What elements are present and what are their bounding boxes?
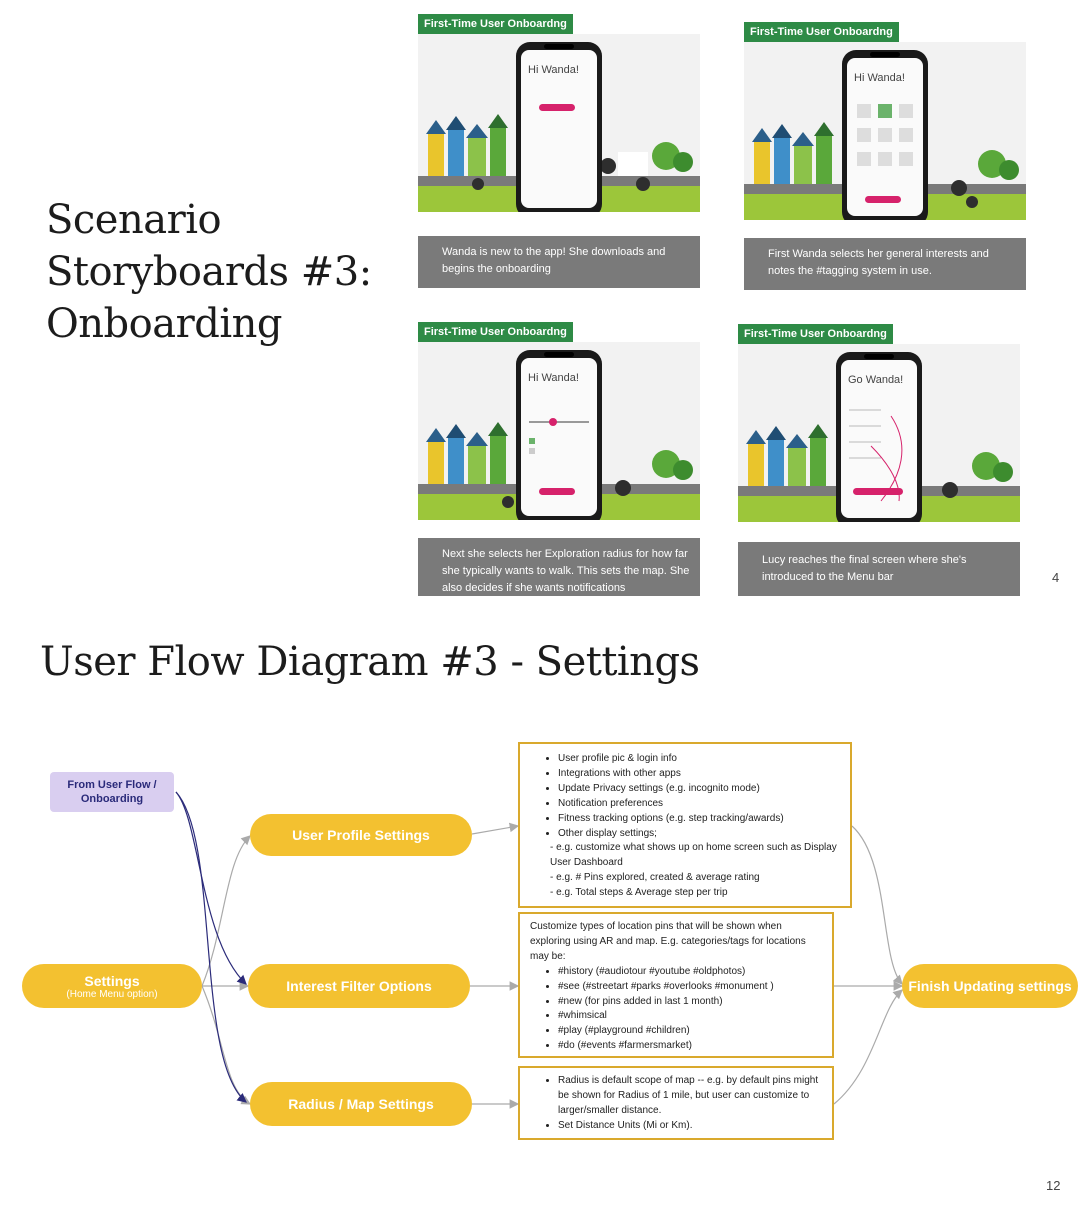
page-number: 12: [1046, 1178, 1061, 1193]
storyboard-caption: First Wanda selects her general interest…: [744, 238, 1026, 290]
list-item: Radius is default scope of map -- e.g. b…: [558, 1074, 824, 1119]
storyboard-card: Hi Wanda! First-Time User Onboardng Firs…: [744, 22, 1026, 290]
slide-title: User Flow Diagram #3 - Settings: [40, 639, 700, 685]
screen-greeting: Hi Wanda!: [854, 72, 905, 84]
connector: [175, 791, 247, 985]
storyboard-illustration: Hi Wanda!: [418, 342, 700, 520]
list-item: #see (#streetart #parks #overlooks #monu…: [558, 980, 824, 995]
storyboard-card: Go Wanda! First-Time User Onboardng Lucy…: [738, 324, 1020, 596]
user-profile-settings-node: User Profile Settings: [250, 814, 472, 856]
storyboard-caption: Lucy reaches the final screen where she'…: [738, 542, 1020, 596]
user-profile-details-box: User profile pic & login info Integratio…: [518, 742, 852, 908]
screen-greeting: Hi Wanda!: [528, 372, 579, 384]
from-user-flow-node: From User Flow / Onboarding: [50, 772, 174, 812]
connector: [201, 985, 252, 1105]
phone-screen: Go Wanda!: [841, 360, 917, 518]
box-intro-text: Customize types of location pins that wi…: [530, 921, 806, 962]
list-item: Other display settings;: [558, 827, 850, 842]
storyboard-illustration: Hi Wanda!: [744, 42, 1026, 220]
phone-screen: Hi Wanda!: [521, 50, 597, 208]
list-item: #history (#audiotour #youtube #oldphotos…: [558, 965, 824, 980]
storyboard-illustration: Go Wanda!: [738, 344, 1020, 522]
slide-title-line: Onboarding: [46, 301, 282, 347]
settings-node: Settings (Home Menu option): [22, 964, 202, 1008]
interest-filter-options-node: Interest Filter Options: [248, 964, 470, 1008]
storyboard-card: Hi Wanda! First-Time User Onboardng Wand…: [418, 14, 700, 288]
radius-slider-icon: [529, 418, 589, 454]
radius-map-details-box: Radius is default scope of map -- e.g. b…: [518, 1066, 834, 1140]
storyboard-caption: Wanda is new to the app! She downloads a…: [418, 236, 700, 288]
list-item: #new (for pins added in last 1 month): [558, 995, 824, 1010]
settings-node-label: Settings: [84, 972, 140, 989]
phone-mockup: Go Wanda!: [836, 352, 922, 522]
list-item: Update Privacy settings (e.g. incognito …: [558, 782, 850, 797]
connector: [175, 791, 247, 1103]
list-sub-item: - e.g. customize what shows up on home s…: [550, 842, 837, 869]
finish-updating-settings-node: Finish Updating settings: [902, 964, 1078, 1008]
storyboard-tag: First-Time User Onboardng: [418, 14, 573, 34]
radius-map-settings-node: Radius / Map Settings: [250, 1082, 472, 1126]
screen-greeting: Go Wanda!: [848, 374, 904, 386]
list-item: Notification preferences: [558, 797, 850, 812]
storyboard-card: Hi Wanda! First-Time User Onboardng Next…: [418, 322, 700, 596]
page-number: 4: [1052, 570, 1060, 585]
list-item: Integrations with other apps: [558, 767, 850, 782]
phone-screen: Hi Wanda!: [521, 358, 597, 516]
connector: [851, 825, 903, 985]
slide-title: Scenario Storyboards #3: Onboarding: [46, 194, 372, 350]
interest-filter-details-box: Customize types of location pins that wi…: [518, 912, 834, 1058]
list-item: #do (#events #farmersmarket): [558, 1039, 824, 1054]
list-sub-item: - e.g. Total steps & Average step per tr…: [550, 887, 728, 899]
phone-screen: Hi Wanda!: [847, 58, 923, 216]
list-item: #whimsical: [558, 1009, 824, 1024]
list-item: Set Distance Units (Mi or Km).: [558, 1119, 824, 1134]
phone-mockup: Hi Wanda!: [842, 50, 928, 220]
storyboard-caption: Next she selects her Exploration radius …: [418, 538, 700, 596]
list-sub-item: - e.g. # Pins explored, created & averag…: [550, 872, 760, 884]
screen-greeting: Hi Wanda!: [528, 64, 579, 76]
storyboard-tag: First-Time User Onboardng: [744, 22, 899, 42]
interest-grid-icon: [857, 104, 913, 166]
connector: [201, 835, 251, 987]
slide-title-line: Scenario: [46, 197, 222, 243]
list-item: User profile pic & login info: [558, 752, 850, 767]
phone-mockup: Hi Wanda!: [516, 350, 602, 520]
connector: [471, 822, 520, 835]
settings-node-sublabel: (Home Menu option): [66, 988, 158, 1000]
phone-mockup: Hi Wanda!: [516, 42, 602, 212]
list-item: Fitness tracking options (e.g. step trac…: [558, 812, 850, 827]
slide-title-line: Storyboards #3:: [46, 249, 372, 295]
storyboard-tag: First-Time User Onboardng: [738, 324, 893, 344]
storyboard-illustration: Hi Wanda!: [418, 34, 700, 212]
list-item: #play (#playground #children): [558, 1024, 824, 1039]
storyboard-tag: First-Time User Onboardng: [418, 322, 573, 342]
connector: [833, 989, 903, 1105]
